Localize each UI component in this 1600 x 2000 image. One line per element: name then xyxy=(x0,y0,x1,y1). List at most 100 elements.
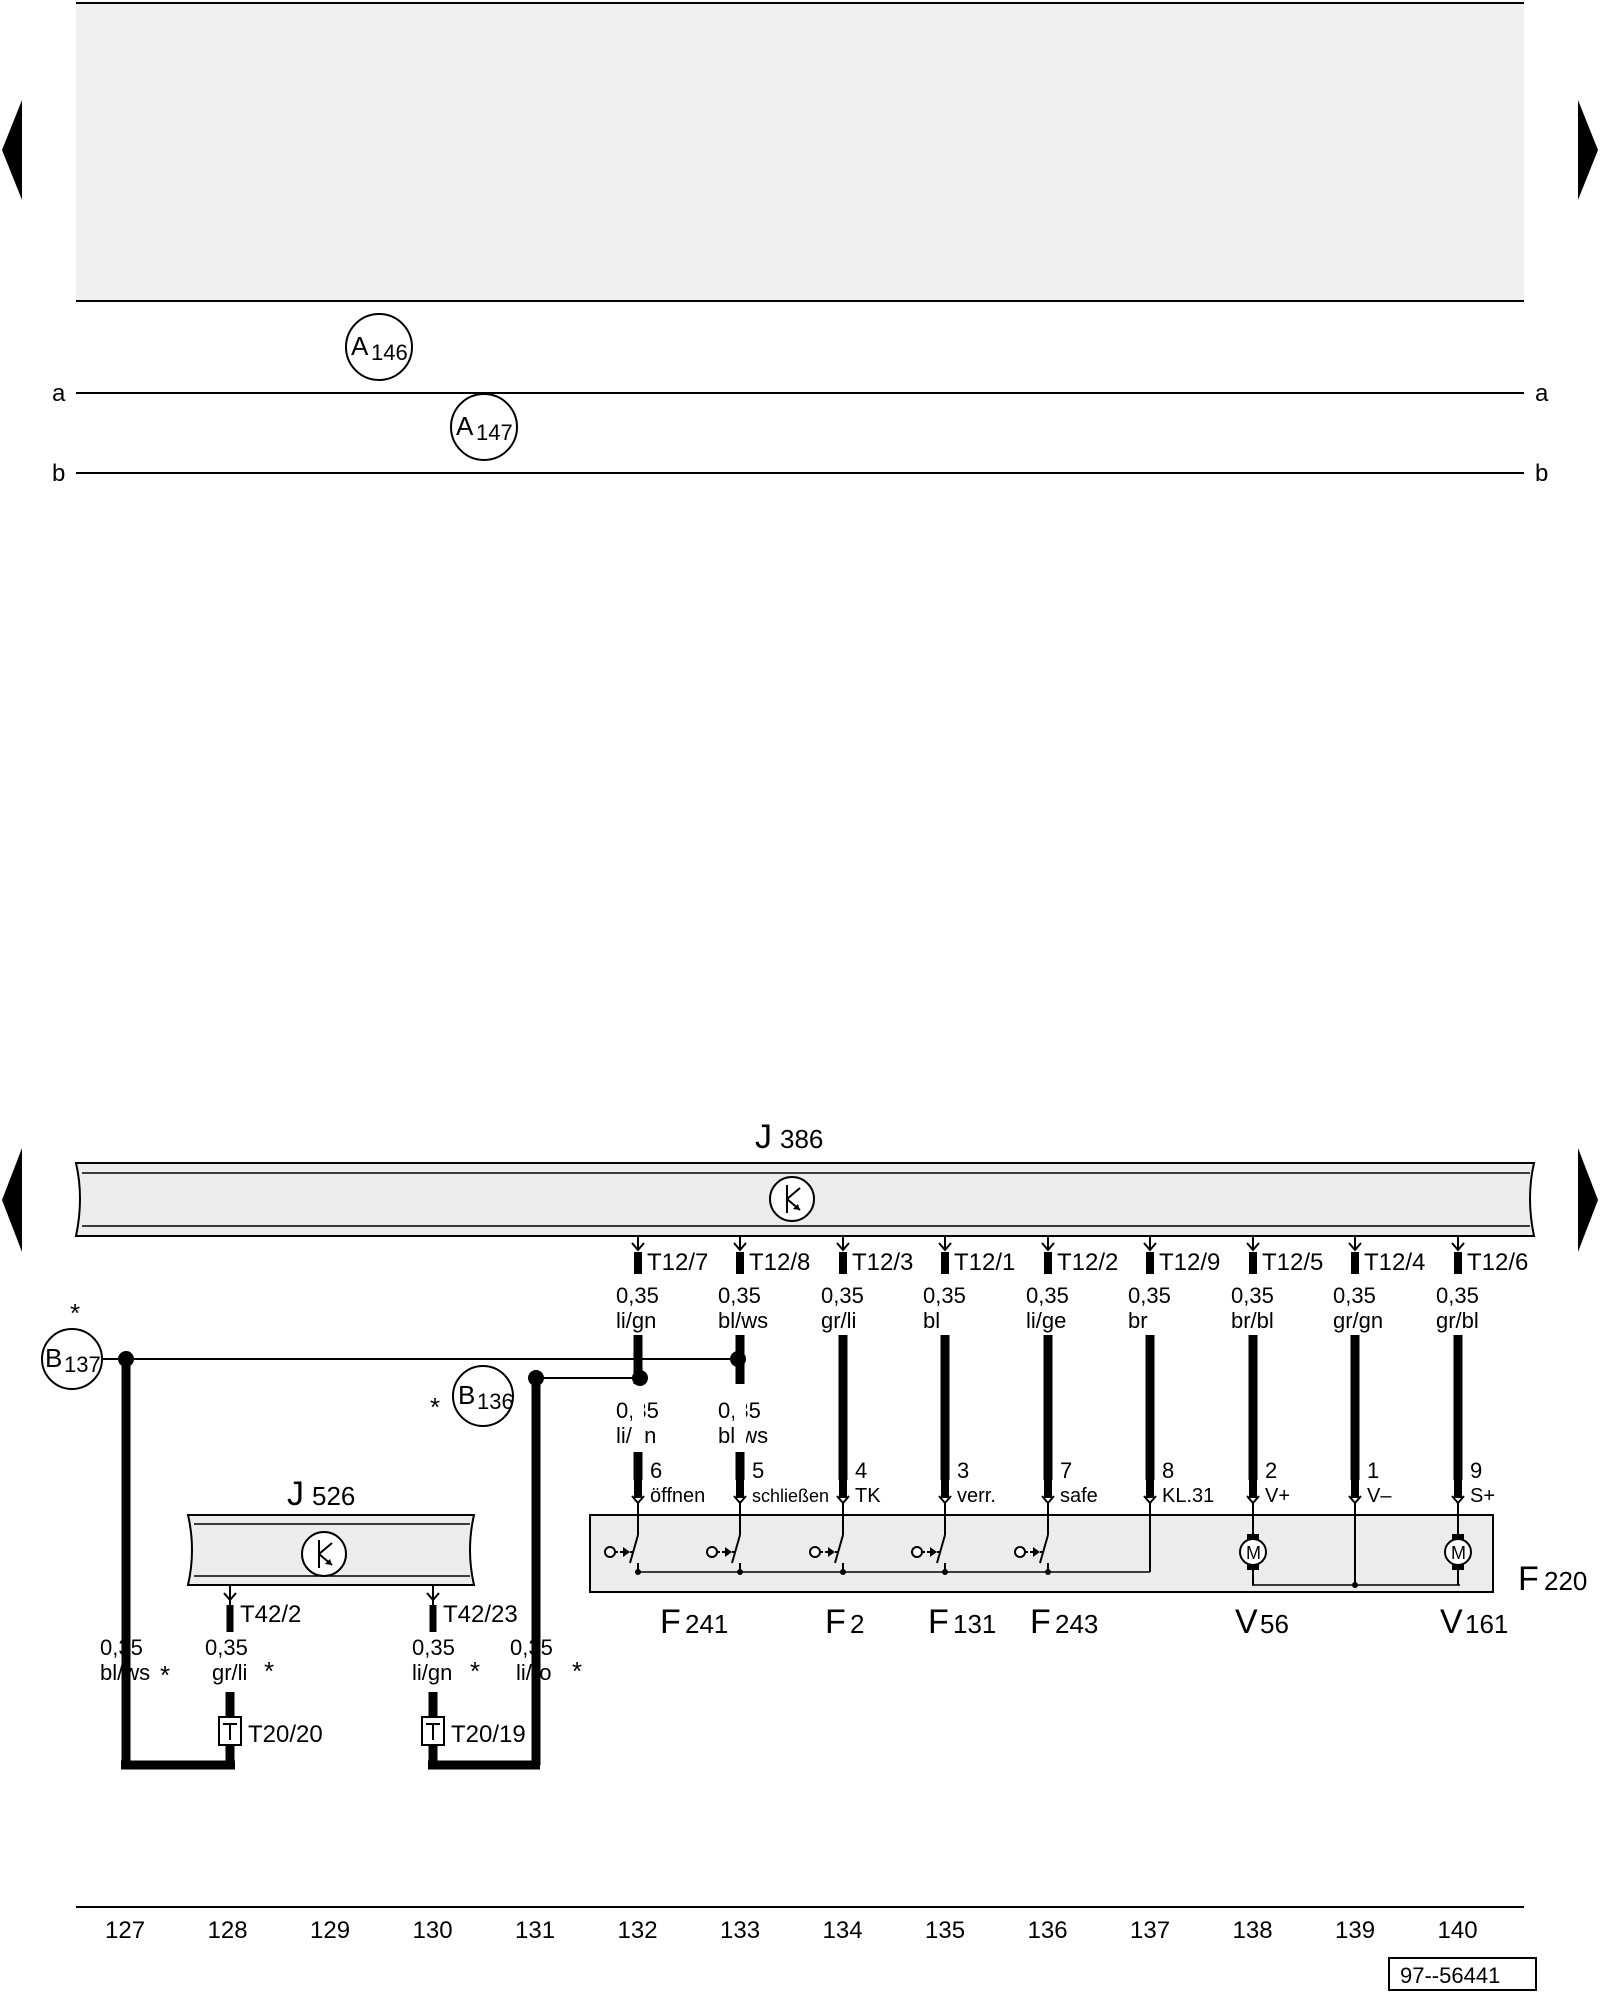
svg-text:243: 243 xyxy=(1055,1609,1098,1639)
connector-b137: * B 137 xyxy=(41,1298,126,1390)
svg-text:T20/19: T20/19 xyxy=(451,1721,526,1748)
svg-text:146: 146 xyxy=(371,340,408,365)
triangle-right-icon[interactable] xyxy=(1578,100,1598,200)
svg-text:147: 147 xyxy=(476,420,513,445)
svg-text:161: 161 xyxy=(1465,1609,1508,1639)
svg-text:3: 3 xyxy=(957,1458,969,1483)
plug-t20-20: T20/20 xyxy=(218,1716,323,1748)
svg-text:V: V xyxy=(1440,1603,1463,1641)
svg-text:J: J xyxy=(287,1475,304,1513)
switch-symbol-icon xyxy=(604,1515,641,1575)
splice-connections xyxy=(118,1351,746,1386)
rail-label-left: b xyxy=(52,460,65,487)
svg-text:97--56441: 97--56441 xyxy=(1400,1963,1500,1988)
svg-text:F: F xyxy=(1030,1603,1051,1641)
svg-text:0,35: 0,35 xyxy=(923,1283,966,1308)
svg-text:T12/4: T12/4 xyxy=(1364,1249,1425,1276)
track-number: 134 xyxy=(823,1917,863,1944)
svg-text:B: B xyxy=(458,1380,475,1410)
track-number: 129 xyxy=(310,1917,350,1944)
svg-text:V: V xyxy=(1235,1603,1258,1641)
svg-text:A: A xyxy=(456,411,474,441)
svg-text:0,35: 0,35 xyxy=(1333,1283,1376,1308)
track-number: 128 xyxy=(208,1917,248,1944)
svg-text:T20/20: T20/20 xyxy=(248,1721,323,1748)
f220-label: F 220 xyxy=(1518,1560,1587,1598)
svg-text:M: M xyxy=(1246,1543,1261,1563)
electronic-unit-icon xyxy=(301,1531,347,1577)
svg-text:9: 9 xyxy=(1470,1458,1482,1483)
left-wiring xyxy=(121,1359,541,1770)
svg-text:0,35: 0,35 xyxy=(1128,1283,1171,1308)
track-number: 133 xyxy=(720,1917,760,1944)
wire-label-gr-li: 0,35 gr/li * xyxy=(205,1635,274,1686)
track-number: 131 xyxy=(515,1917,555,1944)
track-number: 137 xyxy=(1130,1917,1170,1944)
svg-text:KL.31: KL.31 xyxy=(1162,1485,1214,1507)
plug-t20-19: T20/19 xyxy=(421,1716,526,1748)
electronic-unit-icon xyxy=(769,1176,815,1222)
svg-text:0,35: 0,35 xyxy=(205,1635,248,1660)
track-number: 132 xyxy=(618,1917,658,1944)
connector-a146: A 146 xyxy=(345,313,413,381)
svg-text:0,35: 0,35 xyxy=(412,1635,455,1660)
svg-text:safe: safe xyxy=(1060,1485,1098,1507)
switch-symbol-icon xyxy=(809,1515,846,1575)
svg-text:7: 7 xyxy=(1060,1458,1072,1483)
switch-symbol-icon xyxy=(911,1515,948,1575)
svg-text:bl: bl xyxy=(923,1308,940,1333)
svg-text:br: br xyxy=(1128,1308,1148,1333)
svg-text:bl/ws: bl/ws xyxy=(100,1660,150,1685)
svg-text:0,35: 0,35 xyxy=(510,1635,553,1660)
svg-text:F: F xyxy=(928,1603,949,1641)
svg-text:T12/9: T12/9 xyxy=(1159,1249,1220,1276)
svg-text:2: 2 xyxy=(1265,1458,1277,1483)
svg-text:0,35: 0,35 xyxy=(616,1283,659,1308)
svg-text:öffnen: öffnen xyxy=(650,1485,705,1507)
wire-label-li-ro: 0,35 li/ro * xyxy=(510,1635,582,1686)
motor-icon: M xyxy=(1239,1515,1267,1585)
svg-text:T42/2: T42/2 xyxy=(240,1601,301,1628)
svg-text:4: 4 xyxy=(855,1458,867,1483)
j386-label: J 386 xyxy=(755,1118,823,1156)
switch-symbol-icon xyxy=(1014,1515,1051,1575)
triangle-right-icon[interactable] xyxy=(1578,1148,1598,1252)
svg-text:241: 241 xyxy=(685,1609,728,1639)
svg-text:*: * xyxy=(572,1656,582,1686)
svg-text:A: A xyxy=(351,331,369,361)
j526-pin-t42-23: T42/23 xyxy=(426,1585,518,1628)
svg-text:8: 8 xyxy=(1162,1458,1174,1483)
svg-text:136: 136 xyxy=(477,1389,514,1414)
svg-text:T12/8: T12/8 xyxy=(749,1249,810,1276)
wire-label-li-gn: 0,35 li/gn * xyxy=(412,1635,480,1686)
j526-label: J 526 xyxy=(287,1475,355,1513)
switch-symbol-icon xyxy=(706,1515,743,1575)
triangle-left-icon[interactable] xyxy=(2,100,22,200)
svg-text:0,35: 0,35 xyxy=(100,1635,143,1660)
svg-text:220: 220 xyxy=(1544,1566,1587,1596)
svg-text:T12/3: T12/3 xyxy=(852,1249,913,1276)
rail-label-left: a xyxy=(52,380,66,407)
connector-b136: * B 136 xyxy=(430,1365,514,1427)
triangle-left-icon[interactable] xyxy=(2,1148,22,1252)
svg-text:TK: TK xyxy=(855,1485,881,1507)
svg-text:li/gn: li/gn xyxy=(616,1308,656,1333)
svg-text:137: 137 xyxy=(64,1352,101,1377)
svg-text:1: 1 xyxy=(1367,1458,1379,1483)
svg-text:schließen: schließen xyxy=(752,1486,829,1506)
svg-text:6: 6 xyxy=(650,1458,662,1483)
svg-text:li/ro: li/ro xyxy=(516,1660,551,1685)
svg-text:56: 56 xyxy=(1260,1609,1289,1639)
